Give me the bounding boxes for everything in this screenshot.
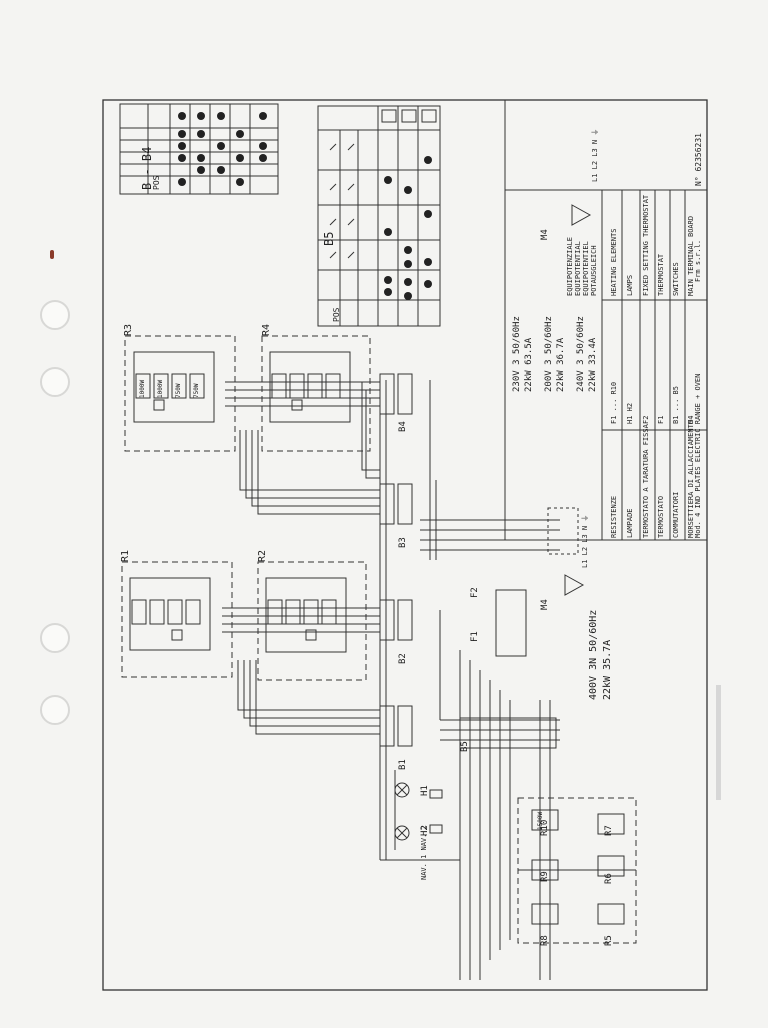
binder-hole: [40, 367, 70, 397]
label-f1: F1: [470, 631, 480, 642]
binder-hole: [40, 300, 70, 330]
binder-hole: [40, 695, 70, 725]
b5-dots: [384, 156, 432, 300]
terminal-labels-top: L1 L2 L3 N ⏚: [591, 128, 599, 182]
voltage-line-5: 240V 3 50/60Hz: [576, 316, 586, 392]
legend-it-5: COMMUTATORI: [672, 491, 680, 538]
terminal-labels: L1 L2 L3 N ⏚: [581, 514, 589, 568]
legend-en-2: LAMPS: [626, 274, 634, 296]
equipotential-label-4: POTAUSGLEICH: [590, 245, 598, 296]
b5-position-table: [317, 105, 441, 327]
label-r8: R8: [540, 935, 550, 946]
label-m4: M4: [540, 599, 550, 610]
drawing-number: N° 62356231: [694, 133, 703, 186]
legend-en-3: FIXED SETTING THERMOSTAT: [642, 194, 650, 296]
label-r7: R7: [604, 825, 614, 836]
b5-table-title: B5: [322, 231, 336, 246]
legend-code-5: B1 ... B5: [672, 386, 680, 424]
b-b4-dots: [178, 112, 267, 186]
equipotential-label-3: EQUIPOTENTIEL: [582, 241, 590, 296]
legend-it-4: TERMOSTATO: [657, 495, 665, 538]
voltage-line-2: 22kW 63.5A: [524, 337, 534, 392]
legend-en-5: SWITCHES: [672, 262, 680, 296]
voltage-line-3: 200V 3 50/60Hz: [544, 316, 554, 392]
heater-r3: [124, 335, 236, 452]
label-f2: F2: [470, 587, 480, 598]
legend-code-3: F2: [642, 415, 650, 424]
legend-code-2: H1 H2: [626, 402, 634, 424]
wire-bundle: [222, 380, 560, 980]
heater-r1: [121, 561, 233, 678]
element-watt-3: 750W: [175, 383, 182, 398]
voltage-line-6: 22kW 33.4A: [588, 337, 598, 392]
heater-r2: [257, 561, 367, 681]
legend-en-4: THERMOSTAT: [657, 253, 665, 296]
element-watt-1: 1000W: [139, 379, 146, 398]
binder-hole: [40, 623, 70, 653]
label-r5: R5: [604, 935, 614, 946]
label-b3: B3: [398, 537, 408, 548]
element-watt-2: 1000W: [157, 379, 164, 398]
label-r1: R1: [120, 549, 131, 562]
lamp-wire-labels: NAV. 1 NAV. 2: [420, 825, 428, 880]
legend-code-4: F1: [657, 415, 665, 424]
label-r6: R6: [604, 873, 614, 884]
legend-it-3: TERMOSTATO A TARATURA FISSA: [642, 424, 650, 538]
drawing-frame: [102, 99, 708, 991]
legend-table: [504, 99, 708, 541]
label-b2: B2: [398, 653, 408, 664]
b5-switch-symbols: [329, 109, 437, 259]
voltage-line-1: 230V 3 50/60Hz: [512, 316, 522, 392]
label-r3: R3: [123, 323, 134, 336]
b-b4-pos-label: POS: [152, 175, 161, 190]
element-watt-4: 750W: [193, 383, 200, 398]
legend-it-1: RESISTENZE: [610, 495, 618, 538]
label-r2: R2: [257, 549, 268, 562]
scan-artifact: [716, 685, 721, 800]
b-b4-position-table: [119, 103, 279, 195]
label-b1: B1: [398, 759, 408, 770]
b5-pos-label: POS: [332, 307, 341, 322]
oven-elements: [517, 797, 637, 944]
label-m4-top: M4: [540, 229, 550, 240]
main-supply-power: 22kW 35.7A: [602, 639, 613, 700]
legend-code-1: F1 ... R10: [610, 381, 618, 424]
equipotential-label-1: EQUIPOTENZIALE: [566, 236, 574, 296]
drawing-maker: Frm s.r.l.: [694, 239, 702, 282]
label-r9: R9: [540, 871, 550, 882]
ink-smudge: [50, 250, 54, 259]
equipotential-label-2: EQUIPOTENTIAL: [574, 241, 582, 296]
label-b5: B5: [460, 741, 470, 752]
label-r4: R4: [261, 323, 272, 336]
element-watt-oven: 1500W: [537, 811, 544, 830]
equipotential-symbol: [564, 204, 592, 596]
voltage-line-4: 22kW 36.7A: [556, 337, 566, 392]
heater-r4: [261, 335, 371, 452]
legend-en-1: HEATING ELEMENTS: [610, 228, 618, 296]
label-h1: H1: [420, 785, 430, 796]
switch-terminals: [379, 373, 579, 749]
lamps: [394, 782, 443, 841]
drawing-model: Mod. 4 IND PLATES ELECTRIC RANGE + OVEN: [694, 373, 702, 538]
legend-it-2: LAMPADE: [626, 508, 634, 538]
label-b4: B4: [398, 421, 408, 432]
main-supply-voltage: 400V 3N 50/60Hz: [588, 609, 599, 700]
